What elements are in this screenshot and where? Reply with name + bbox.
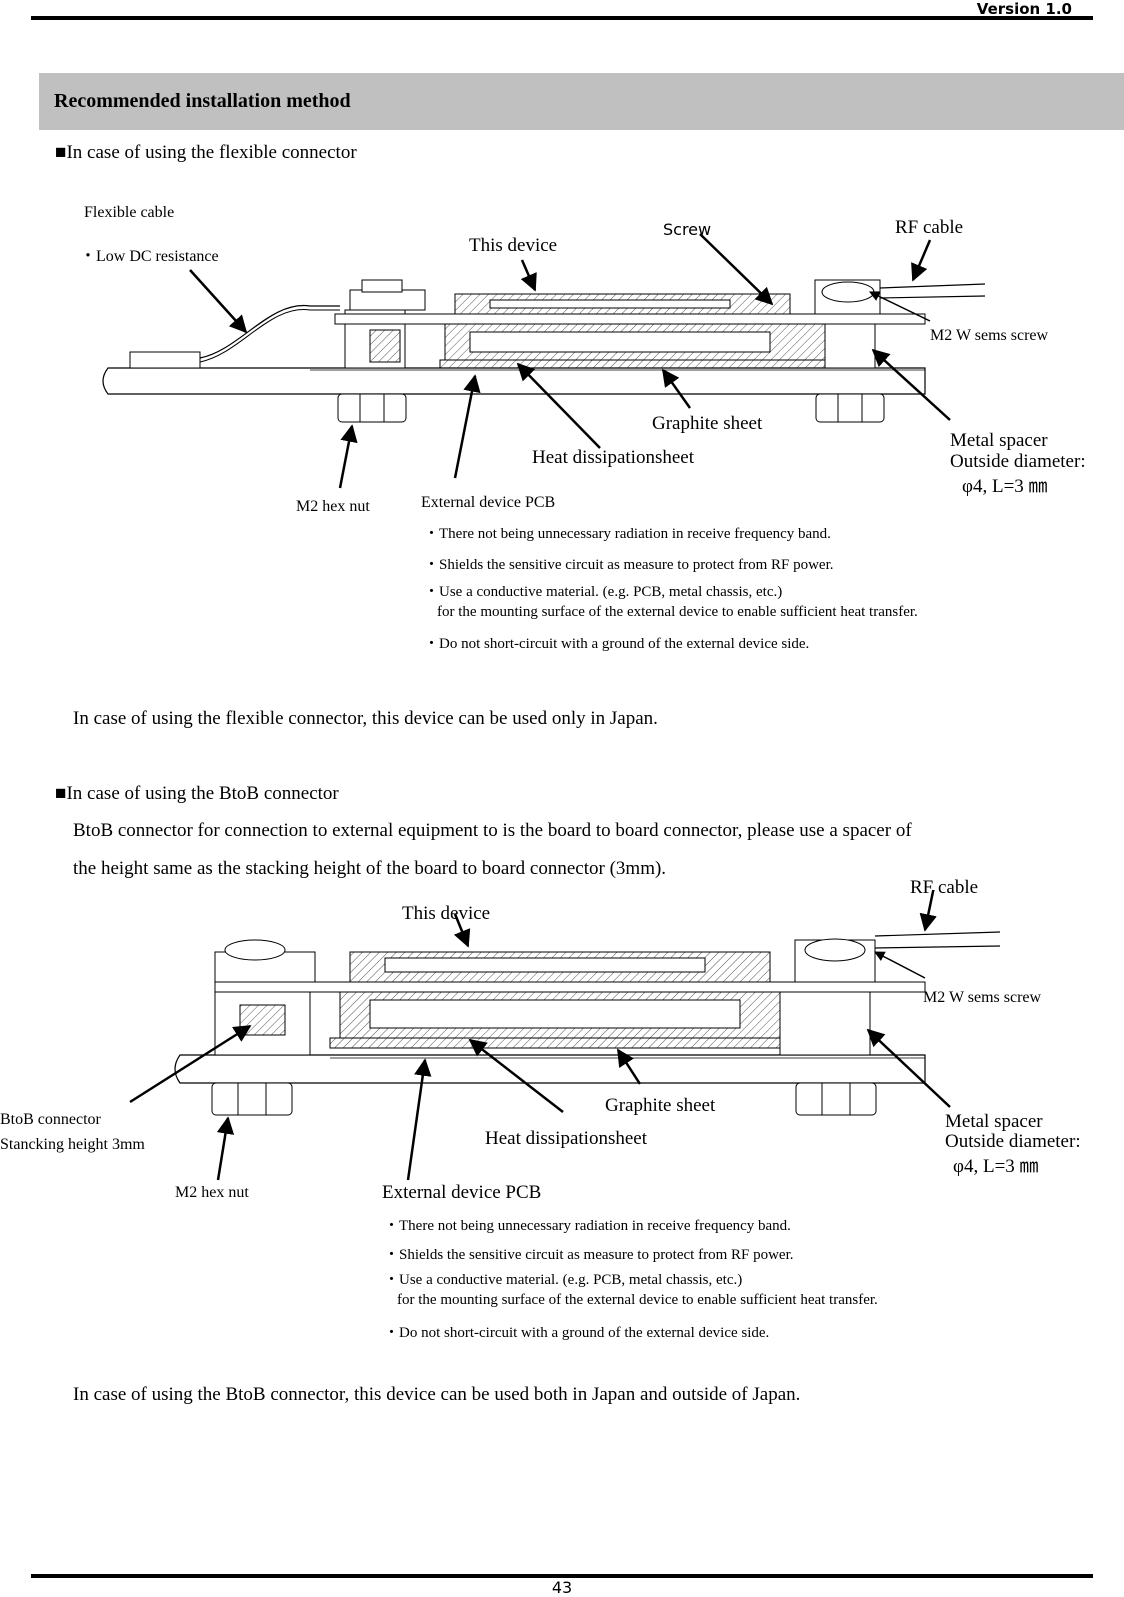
btob-heading: ■In case of using the BtoB connector bbox=[55, 783, 339, 804]
btob-bullet: ・Do not short-circuit with a ground of t… bbox=[384, 1325, 770, 1341]
btob-desc-line1: BtoB connector for connection to externa… bbox=[73, 820, 912, 841]
flex-label-screw: Screw bbox=[663, 220, 712, 239]
flex-bullet: ・Shields the sensitive circuit as measur… bbox=[424, 557, 834, 573]
btob-label-outside-diameter: Outside diameter: bbox=[945, 1131, 1081, 1152]
btob-label-phi: φ4, L=3 ㎜ bbox=[953, 1156, 1039, 1177]
page-number: 43 bbox=[551, 1578, 573, 1597]
btob-bullet: ・Shields the sensitive circuit as measur… bbox=[384, 1247, 794, 1263]
flex-note: In case of using the flexible connector,… bbox=[73, 708, 658, 729]
btob-bullet: ・Use a conductive material. (e.g. PCB, m… bbox=[384, 1272, 743, 1288]
flex-bullet: ・There not being unnecessary radiation i… bbox=[424, 526, 831, 542]
flex-label-rf-cable: RF cable bbox=[895, 217, 964, 238]
btob-label-stacking: Stancking height 3mm bbox=[0, 1136, 145, 1153]
flex-label-outside-diameter: Outside diameter: bbox=[950, 451, 1086, 472]
footer-rule bbox=[31, 1574, 1093, 1578]
flex-label-flexible-cable: Flexible cable bbox=[84, 204, 175, 221]
btob-label-rf-cable: RF cable bbox=[910, 877, 979, 898]
flex-label-this-device: This device bbox=[469, 235, 558, 256]
flex-bullet: ・Do not short-circuit with a ground of t… bbox=[424, 636, 810, 652]
section-header: Recommended installation method bbox=[39, 73, 1124, 130]
btob-desc-line2: the height same as the stacking height o… bbox=[73, 858, 667, 879]
btob-label-metal-spacer: Metal spacer bbox=[945, 1111, 1043, 1132]
btob-label-btob-connector: BtoB connector bbox=[0, 1111, 101, 1128]
flex-label-m2-w-sems: M2 W sems screw bbox=[930, 327, 1049, 344]
btob-note: In case of using the BtoB connector, thi… bbox=[73, 1384, 801, 1405]
section-title: Recommended installation method bbox=[54, 90, 351, 112]
flex-label-heat-sheet: Heat dissipationsheet bbox=[532, 447, 694, 468]
btob-bullet: ・There not being unnecessary radiation i… bbox=[384, 1218, 791, 1234]
flex-label-low-dc: ・Low DC resistance bbox=[80, 248, 219, 265]
flex-label-m2-hex: M2 hex nut bbox=[296, 498, 370, 515]
flex-heading: ■In case of using the flexible connector bbox=[55, 142, 357, 163]
btob-label-graphite: Graphite sheet bbox=[605, 1095, 716, 1116]
btob-bullet: for the mounting surface of the external… bbox=[397, 1292, 878, 1308]
flex-label-graphite: Graphite sheet bbox=[652, 413, 763, 434]
btob-label-m2-hex: M2 hex nut bbox=[175, 1184, 249, 1201]
btob-label-this-device: This device bbox=[402, 903, 491, 924]
btob-label-ext-pcb: External device PCB bbox=[382, 1182, 542, 1203]
flex-bullet: for the mounting surface of the external… bbox=[437, 604, 918, 620]
flex-label-phi: φ4, L=3 ㎜ bbox=[962, 476, 1048, 497]
flex-bullet: ・Use a conductive material. (e.g. PCB, m… bbox=[424, 584, 783, 600]
btob-label-m2-w-sems: M2 W sems screw bbox=[923, 989, 1042, 1006]
version-label: Version 1.0 bbox=[976, 0, 1072, 18]
flex-label-ext-pcb: External device PCB bbox=[421, 494, 556, 511]
btob-label-heat-sheet: Heat dissipationsheet bbox=[485, 1128, 647, 1149]
flex-label-metal-spacer: Metal spacer bbox=[950, 430, 1048, 451]
btob-installation-diagram bbox=[129, 890, 1001, 1181]
flex-installation-diagram bbox=[102, 233, 986, 489]
header-rule bbox=[31, 16, 1093, 20]
